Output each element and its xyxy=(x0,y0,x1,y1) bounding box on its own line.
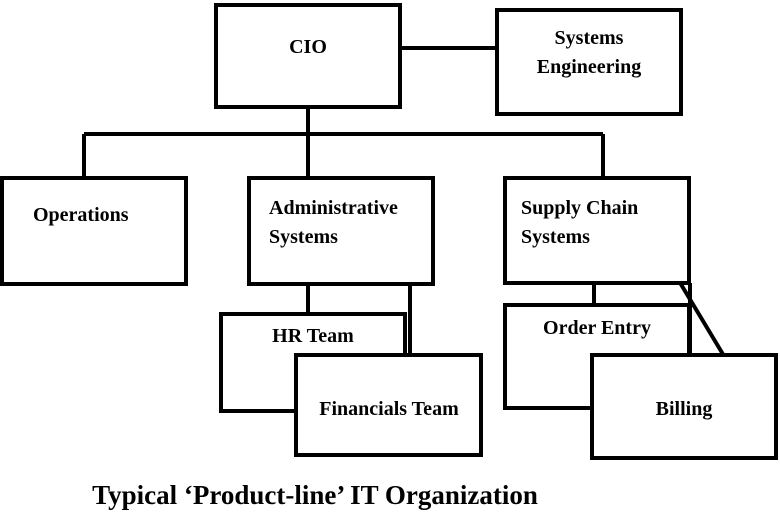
node-administrative-systems-box[interactable] xyxy=(247,176,435,286)
edge-supply-chain-systems-to-billing xyxy=(677,279,726,358)
node-systems-engineering-box[interactable] xyxy=(495,8,683,116)
node-billing[interactable]: Billing xyxy=(590,353,778,460)
node-billing-box[interactable] xyxy=(590,353,778,460)
node-supply-chain-systems-label-line2: Systems xyxy=(521,226,590,248)
node-systems-engineering-label-line2: Engineering xyxy=(537,56,641,78)
node-supply-chain-systems[interactable]: Supply Chain Systems xyxy=(503,176,691,285)
node-cio-box[interactable] xyxy=(214,3,402,109)
node-administrative-systems[interactable]: Administrative Systems xyxy=(247,176,435,286)
node-systems-engineering[interactable]: Systems Engineering xyxy=(495,8,683,116)
node-administrative-systems-label-line1: Administrative xyxy=(269,197,398,219)
node-administrative-systems-label-line2: Systems xyxy=(269,226,338,248)
node-operations-box[interactable] xyxy=(0,176,188,286)
node-systems-engineering-label-line1: Systems xyxy=(555,27,624,49)
node-financials-team-box[interactable] xyxy=(294,353,483,457)
node-financials-team[interactable]: Financials Team xyxy=(294,353,483,457)
node-order-entry-label: Order Entry xyxy=(543,317,651,339)
node-supply-chain-systems-box[interactable] xyxy=(503,176,691,285)
node-operations[interactable]: Operations xyxy=(0,176,188,286)
node-supply-chain-systems-label-line1: Supply Chain xyxy=(521,197,638,219)
node-billing-label: Billing xyxy=(656,398,713,420)
diagram-caption: Typical ‘Product-line’ IT Organization xyxy=(92,480,538,510)
node-cio-label: CIO xyxy=(289,36,327,58)
node-hr-team-label: HR Team xyxy=(272,325,354,347)
node-financials-team-label: Financials Team xyxy=(319,398,459,420)
node-cio[interactable]: CIO xyxy=(214,3,402,109)
node-operations-label: Operations xyxy=(33,204,129,226)
